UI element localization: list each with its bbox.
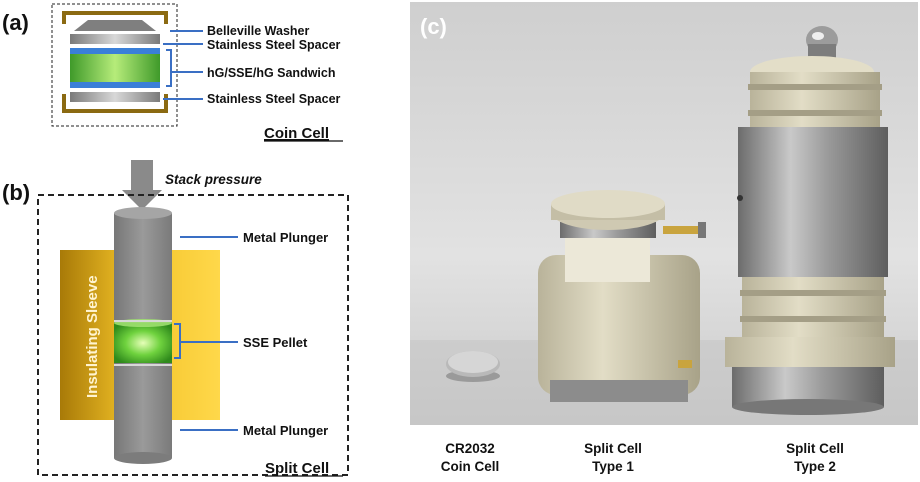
- stack-pressure-label: Stack pressure: [165, 172, 262, 187]
- stack-pressure-arrow: [122, 160, 162, 210]
- label-belleville-washer: Belleville Washer: [207, 24, 309, 38]
- belleville-washer-shape: [74, 20, 156, 31]
- label-metal-plunger-bottom: Metal Plunger: [243, 423, 328, 438]
- photo-split-cell-type-2: [725, 26, 895, 415]
- panel-b-tag: (b): [2, 180, 30, 205]
- label-stainless-spacer-top: Stainless Steel Spacer: [207, 38, 341, 52]
- sandwich-sse-layer: [70, 54, 160, 82]
- panel-a-tag: (a): [2, 10, 29, 35]
- coin-cell-bottom-cap: [62, 94, 168, 113]
- sandwich-bottom-hg-layer: [70, 82, 160, 88]
- insulating-sleeve-label: Insulating Sleeve: [84, 275, 101, 398]
- plunger-bottom-face: [114, 452, 172, 464]
- caption-split-type1-line2: Type 1: [592, 459, 634, 474]
- coin-cell-top-cap: [62, 11, 168, 24]
- photo-captions: CR2032 Coin Cell Split Cell Type 1 Split…: [441, 441, 844, 474]
- coin-cell-title: Coin Cell: [264, 125, 329, 142]
- leader-sandwich-bracket: [166, 49, 203, 87]
- panel-a-coin-cell-diagram: (a) Belleville Washer Stainless Steel Sp…: [2, 3, 343, 142]
- label-metal-plunger-top: Metal Plunger: [243, 230, 328, 245]
- label-stainless-spacer-bottom: Stainless Steel Spacer: [207, 92, 341, 106]
- label-sse-pellet: SSE Pellet: [243, 335, 308, 350]
- caption-split-type2-line1: Split Cell: [786, 441, 844, 456]
- coin-cell-dashed-frame: [51, 3, 178, 127]
- caption-coin-cell-line1: CR2032: [445, 441, 495, 456]
- sse-pellet-shape: [114, 323, 172, 363]
- split-cell-dashed-frame: [37, 194, 349, 476]
- panel-b-split-cell-diagram: (b) Stack pressure Insulating Sleeve Met…: [2, 160, 349, 477]
- caption-split-type2-line2: Type 2: [794, 459, 836, 474]
- label-hg-sse-sandwich: hG/SSE/hG Sandwich: [207, 66, 336, 80]
- photo-split-cell-type-1: [538, 190, 706, 402]
- caption-split-type1-line1: Split Cell: [584, 441, 642, 456]
- top-spacer-shape: [70, 34, 160, 44]
- plunger-top-face: [114, 207, 172, 219]
- photo-coin-cell: [446, 351, 500, 382]
- leader-pellet-bracket: [174, 323, 238, 359]
- panel-c-photo: (c): [410, 2, 918, 425]
- caption-coin-cell-line2: Coin Cell: [441, 459, 500, 474]
- bottom-spacer-shape: [70, 92, 160, 102]
- panel-c-tag: (c): [420, 14, 447, 39]
- split-cell-title: Split Cell: [265, 460, 329, 477]
- sandwich-top-hg-layer: [70, 48, 160, 54]
